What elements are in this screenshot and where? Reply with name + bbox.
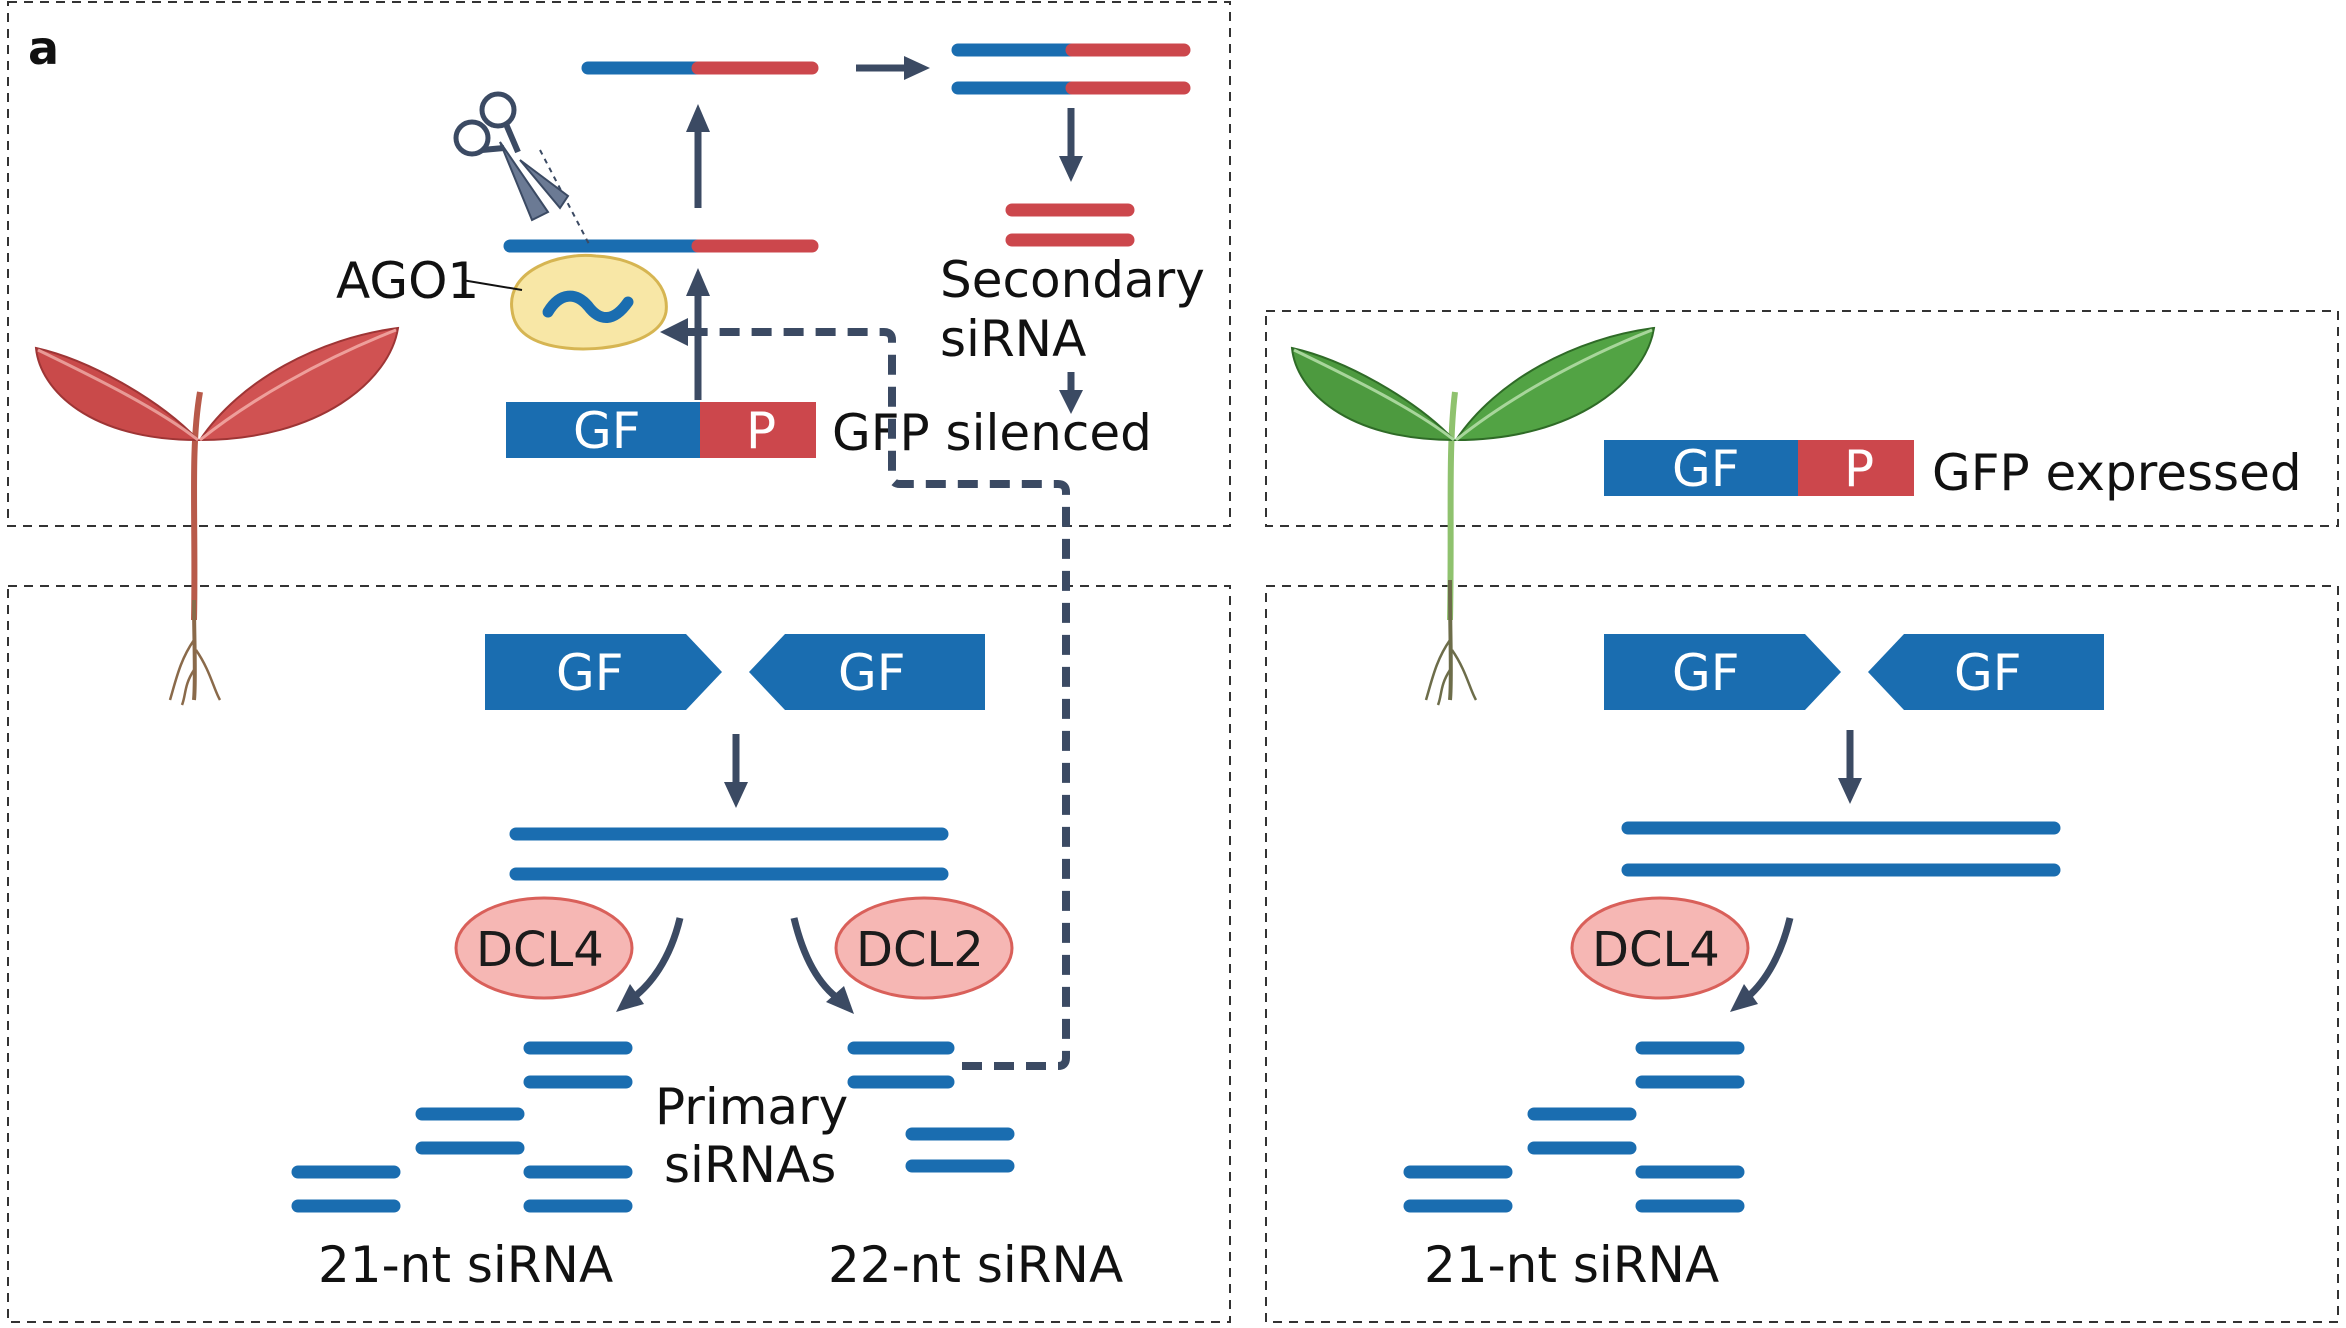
primary-sirnas-label-1: Primary — [655, 1078, 848, 1136]
hairpin-right-label-right: GF — [1954, 644, 2022, 702]
reporter-gf-right: GF — [1672, 440, 1740, 498]
dcl2-label: DCL2 — [856, 922, 984, 978]
sirna-21nt-cluster-left — [291, 1041, 633, 1213]
sirna22-label: 22-nt siRNA — [828, 1236, 1123, 1294]
ago1-protein — [510, 253, 668, 351]
frame-left-top — [7, 1, 1231, 527]
panel-label: a — [28, 21, 59, 75]
green-seedling-icon — [1290, 326, 1656, 706]
hairpin-left-label-right: GF — [1672, 644, 1740, 702]
frame-left-bottom — [7, 585, 1231, 1323]
reporter-p-left: P — [746, 402, 776, 460]
frame-right-bottom — [1265, 585, 2339, 1323]
scissors-icon — [453, 91, 591, 247]
sirna-21nt-cluster-right — [1403, 1041, 1745, 1213]
reporter-p-right: P — [1844, 440, 1874, 498]
sirna-22nt-cluster — [847, 1041, 1015, 1173]
frame-right-top — [1265, 310, 2339, 527]
silenced-red-seedling-icon — [34, 326, 400, 706]
hairpin-right-label: GF — [838, 644, 906, 702]
sirna21-label-left: 21-nt siRNA — [318, 1236, 613, 1294]
gfp-expressed-label: GFP expressed — [1932, 444, 2302, 502]
primary-sirnas-label-2: siRNAs — [664, 1136, 836, 1194]
secondary-sirna-label-2: siRNA — [940, 310, 1086, 368]
sirna21-label-right: 21-nt siRNA — [1424, 1236, 1719, 1294]
dcl4-label-right: DCL4 — [1592, 922, 1720, 978]
reporter-gf-left: GF — [573, 402, 641, 460]
dcl4-label-left: DCL4 — [476, 922, 604, 978]
gfp-silenced-label: GFP silenced — [832, 404, 1152, 462]
secondary-sirna-label-1: Secondary — [940, 251, 1205, 309]
hairpin-left-label: GF — [556, 644, 624, 702]
ago1-label: AGO1 — [336, 252, 479, 310]
